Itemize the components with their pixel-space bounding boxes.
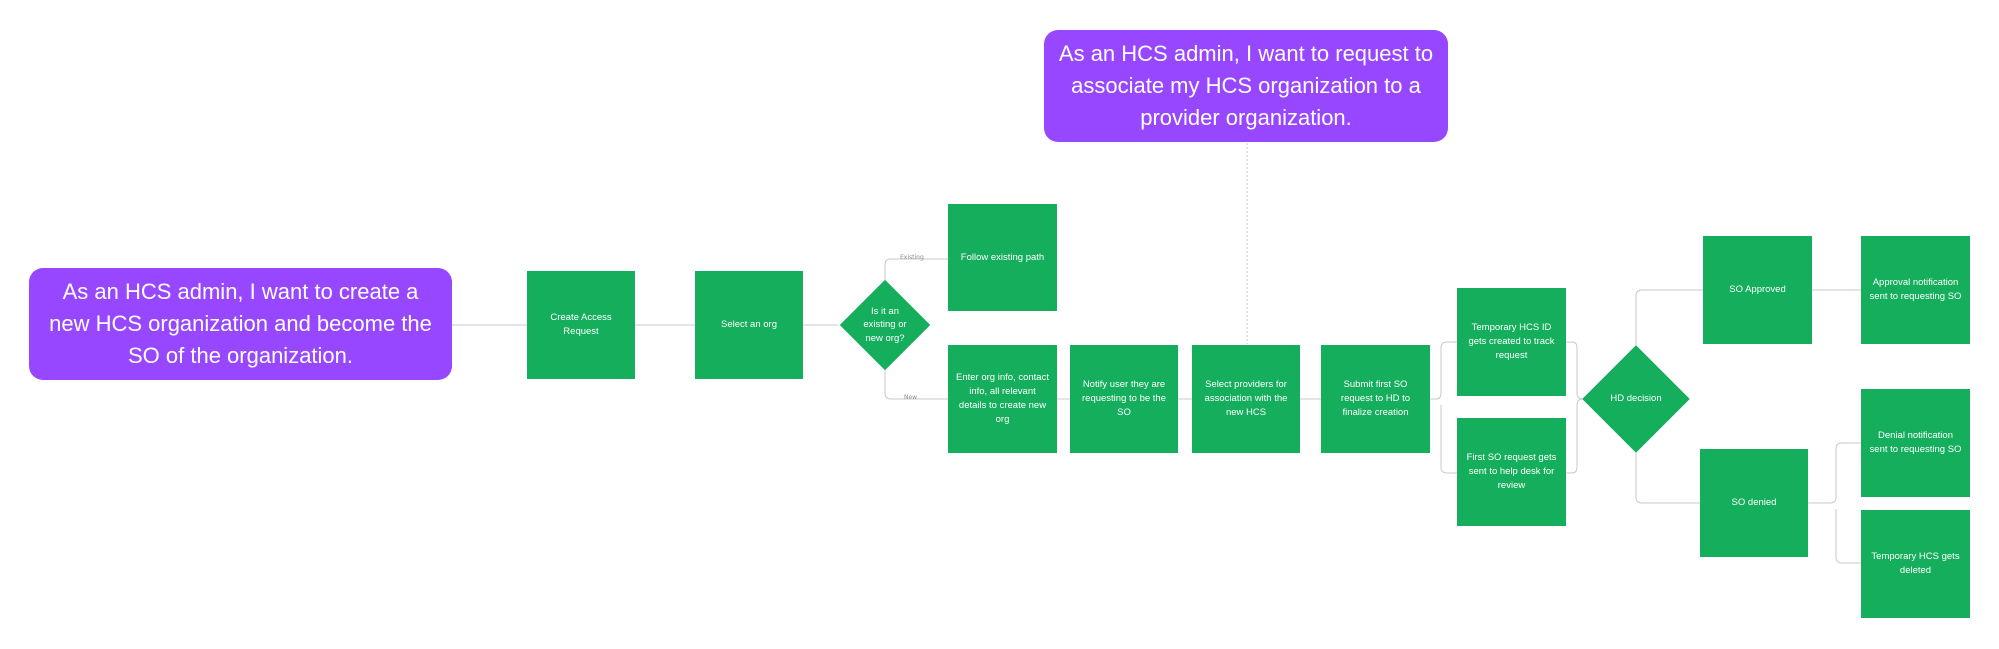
step-select-org: Select an org <box>695 271 803 379</box>
connector <box>1440 405 1457 474</box>
decision-hd: HD decision <box>1582 345 1690 453</box>
story-associate-callout: As an HCS admin, I want to request to as… <box>1044 30 1448 142</box>
step-approval-notification: Approval notification sent to requesting… <box>1861 236 1970 344</box>
story-create-callout: As an HCS admin, I want to create a new … <box>29 268 452 380</box>
connector <box>884 258 948 282</box>
step-submit-first-so: Submit first SO request to HD to finaliz… <box>1321 345 1430 453</box>
step-so-approved: SO Approved <box>1703 236 1812 344</box>
decision-hd-label: HD decision <box>1610 393 1662 405</box>
step-first-so-request: First SO request gets sent to help desk … <box>1457 418 1566 526</box>
step-follow-existing-path: Follow existing path <box>948 204 1057 311</box>
step-temporary-hcs-deleted: Temporary HCS gets deleted <box>1861 510 1970 618</box>
connector <box>1635 289 1703 345</box>
step-so-denied: SO denied <box>1700 449 1808 557</box>
connector <box>1635 453 1700 504</box>
connector <box>1808 442 1861 504</box>
connector <box>1430 341 1457 400</box>
connector <box>884 370 948 400</box>
decision-existing-or-new: Is it an existing or new org? <box>839 279 931 371</box>
connector <box>1566 398 1584 474</box>
step-temporary-hcs-id: Temporary HCS ID gets created to track r… <box>1457 288 1566 396</box>
step-select-providers: Select providers for association with th… <box>1192 345 1300 453</box>
connector <box>1566 341 1584 400</box>
connector <box>1835 509 1861 564</box>
step-notify-user: Notify user they are requesting to be th… <box>1070 345 1178 453</box>
branch-label-existing: Existing <box>900 254 924 261</box>
decision-existing-or-new-label: Is it an existing or new org? <box>863 306 907 344</box>
step-enter-org-info: Enter org info, contact info, all releva… <box>948 345 1057 453</box>
branch-label-new: New <box>904 394 918 401</box>
step-denial-notification: Denial notification sent to requesting S… <box>1861 389 1970 497</box>
step-create-access-request: Create Access Request <box>527 271 635 379</box>
